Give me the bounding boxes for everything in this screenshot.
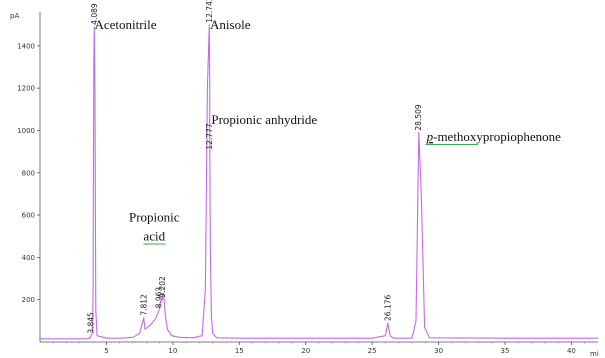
annotation-anisole: Anisole	[210, 17, 251, 32]
peak-label: 12.777	[205, 123, 214, 149]
y-tick-label: 800	[22, 169, 35, 177]
peak-label: 3.845	[87, 312, 96, 334]
x-tick-label: 30	[434, 347, 443, 355]
annotation-propionic: Propionic	[129, 209, 180, 224]
series-line-chromatogram	[40, 24, 598, 340]
annotation-methoxy-suffix: -methoxypropiophenone	[433, 129, 561, 144]
x-axis-ticks: 5 10 15 20 25 30 35 40	[53, 342, 585, 355]
peak-label: 9.202	[158, 276, 167, 298]
x-tick-label: 40	[567, 347, 576, 355]
x-tick-label: 20	[301, 347, 310, 355]
peak-label: 26.176	[383, 294, 392, 320]
peak-label: 12.743	[205, 0, 214, 23]
y-tick-label: 1400	[17, 42, 35, 50]
annotation-acetonitrile: Acetonitrile	[94, 17, 156, 32]
peak-label: 8.963	[155, 287, 164, 309]
x-tick-label: 5	[104, 347, 108, 355]
y-tick-label: 200	[22, 296, 35, 304]
y-tick-label: 1200	[17, 85, 35, 93]
y-axis-unit: pA	[10, 12, 19, 20]
annotation-acid: acid	[143, 228, 165, 243]
x-tick-label: 10	[168, 347, 177, 355]
y-tick-label: 600	[22, 212, 35, 220]
x-tick-label: 15	[235, 347, 244, 355]
x-tick-label: 25	[368, 347, 377, 355]
annotation-methoxypropiophenone: p-methoxypropiophenone	[426, 129, 562, 144]
peak-label: 28.509	[414, 104, 423, 130]
peak-label: 4.089	[90, 3, 99, 25]
y-tick-label: 1000	[17, 127, 35, 135]
x-axis-unit: mi	[590, 350, 599, 358]
annotation-propionic-anhydride: Propionic anhydride	[211, 112, 317, 127]
y-axis-ticks: 200 400 600 800 1000 1200 1400	[17, 42, 40, 304]
y-tick-label: 400	[22, 254, 35, 262]
x-tick-label: 35	[501, 347, 510, 355]
annotation-p-prefix: p	[426, 129, 434, 144]
peak-label: 7.812	[139, 294, 148, 316]
